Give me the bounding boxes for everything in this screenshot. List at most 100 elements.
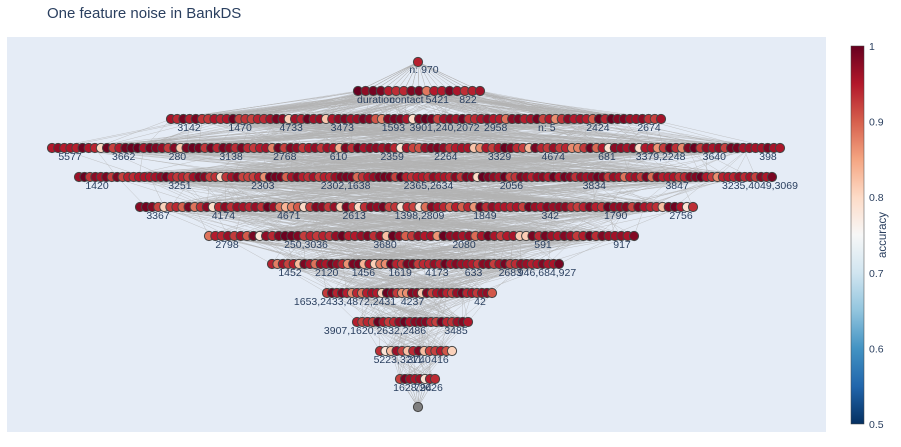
node-label: 5223,3211 bbox=[374, 354, 423, 366]
colorbar-tick-label: 0.8 bbox=[869, 192, 884, 204]
node-label: 591 bbox=[534, 239, 552, 251]
graph-edge bbox=[58, 147, 145, 178]
graph-edge bbox=[58, 118, 451, 149]
graph-edge bbox=[152, 176, 472, 208]
graph-edge bbox=[336, 263, 386, 294]
node-label: 2303 bbox=[251, 180, 275, 192]
graph-edge bbox=[362, 321, 381, 352]
graph-edge bbox=[406, 263, 516, 294]
graph-edge bbox=[388, 292, 468, 323]
node-label: 610 bbox=[330, 151, 348, 163]
node-label: 2264 bbox=[434, 151, 458, 163]
node-label: 1619 bbox=[388, 267, 412, 279]
graph-edge bbox=[414, 321, 436, 352]
graph-edge bbox=[404, 378, 419, 408]
graph-edge bbox=[426, 90, 637, 120]
graph-edge bbox=[367, 292, 413, 323]
node-label: 3251 bbox=[168, 180, 192, 192]
graph-node bbox=[486, 287, 498, 299]
node-label: 398 bbox=[759, 151, 777, 163]
graph-edge bbox=[277, 263, 328, 294]
graph-edge bbox=[367, 292, 448, 323]
graph-edge bbox=[515, 176, 542, 208]
graph-edge bbox=[743, 147, 756, 178]
graph-edge bbox=[558, 235, 616, 265]
graph-edge bbox=[403, 61, 419, 92]
graph-edge bbox=[733, 147, 750, 178]
graph-edge bbox=[607, 176, 631, 208]
node-label: 250,3036 bbox=[284, 239, 328, 251]
graph-edge bbox=[288, 118, 304, 149]
graph-edge bbox=[411, 292, 432, 323]
node-label: 2958 bbox=[484, 122, 508, 134]
graph-edge bbox=[204, 176, 323, 208]
node-label: 1790 bbox=[604, 210, 628, 222]
graph-edge bbox=[344, 118, 621, 149]
graph-edge bbox=[267, 176, 603, 208]
graph-edge bbox=[409, 292, 428, 323]
graph-edge bbox=[437, 118, 713, 149]
node-label: 917 bbox=[613, 239, 631, 251]
graph-edge bbox=[374, 235, 622, 265]
node-layer bbox=[46, 56, 786, 413]
graph-edge bbox=[64, 147, 374, 178]
node-label: 3138 bbox=[219, 151, 243, 163]
graph-edge bbox=[564, 176, 681, 208]
graph-edge bbox=[144, 176, 681, 208]
node-label: 2613 bbox=[342, 210, 366, 222]
graph-edge bbox=[271, 235, 292, 265]
graph-edge bbox=[418, 350, 436, 380]
graph-edge bbox=[340, 206, 476, 237]
graph-edge bbox=[259, 118, 277, 149]
graph-edge bbox=[251, 118, 310, 149]
graph-edge bbox=[376, 292, 426, 323]
graph-edge bbox=[204, 118, 451, 149]
graph-edge bbox=[286, 176, 602, 208]
node-label: contact bbox=[390, 94, 424, 106]
graph-node bbox=[412, 401, 424, 413]
colorbar: accuracy 0.50.60.70.80.91 bbox=[850, 41, 889, 431]
node-label: n: 5 bbox=[538, 122, 556, 134]
node-label: 280 bbox=[169, 151, 187, 163]
graph-edge bbox=[113, 118, 283, 149]
node-label: 3329 bbox=[488, 151, 512, 163]
graph-edge bbox=[586, 118, 719, 149]
node-label: n: 970 bbox=[409, 64, 438, 76]
graph-edge bbox=[396, 350, 411, 380]
graph-edge bbox=[396, 321, 447, 352]
colorbar-tick-label: 0.5 bbox=[869, 419, 884, 431]
colorbar-tick-label: 0.9 bbox=[869, 117, 884, 129]
node-label: 4674 bbox=[542, 151, 566, 163]
node-label: 5421 bbox=[426, 94, 450, 106]
node-label: 4733 bbox=[280, 122, 304, 134]
graph-edge bbox=[480, 118, 649, 149]
colorbar-gradient bbox=[850, 45, 865, 425]
graph-edge bbox=[293, 263, 338, 294]
graph-edge bbox=[170, 206, 229, 237]
node-label: 822 bbox=[459, 94, 477, 106]
colorbar-tick-label: 0.6 bbox=[869, 343, 884, 355]
graph-edge bbox=[174, 147, 483, 178]
colorbar-tick-label: 0.7 bbox=[869, 268, 884, 280]
graph-edge bbox=[417, 61, 481, 92]
colorbar-tick-label: 1 bbox=[869, 41, 875, 53]
node-label: 1456 bbox=[352, 267, 376, 279]
graph-edge bbox=[416, 292, 432, 323]
node-label: 3680 bbox=[373, 239, 397, 251]
graph-node bbox=[628, 230, 640, 242]
graph-edge bbox=[551, 206, 651, 237]
node-label: 2080 bbox=[452, 239, 476, 251]
graph-edge bbox=[476, 263, 554, 294]
graph-edge bbox=[149, 118, 209, 149]
graph-edge bbox=[561, 118, 732, 149]
graph-edge bbox=[648, 118, 774, 149]
graph-edge bbox=[379, 321, 432, 352]
node-label: 2798 bbox=[215, 239, 239, 251]
node-label: duration bbox=[357, 94, 395, 106]
graph-edge bbox=[363, 147, 745, 178]
node-label: 3740 bbox=[407, 354, 431, 366]
graph-node bbox=[553, 258, 565, 270]
node-label: 4671 bbox=[277, 210, 301, 222]
node-label: 3235,4049,3069 bbox=[722, 180, 798, 192]
